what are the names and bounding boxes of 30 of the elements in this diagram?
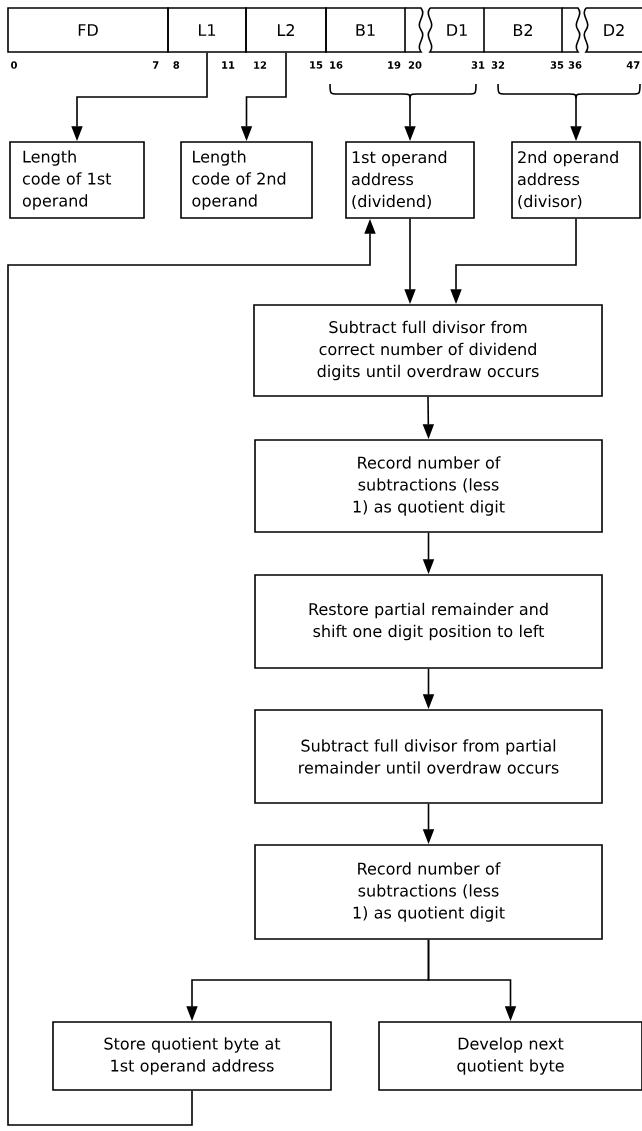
bit-number: 19 <box>388 61 401 69</box>
process-box: 2nd operand address (divisor) <box>511 141 641 219</box>
field-cell: D2 <box>583 7 642 53</box>
process-box: Length code of 2nd operand <box>180 141 313 219</box>
field-cell: FD <box>7 7 169 53</box>
bit-number: 16 <box>330 61 343 69</box>
bit-number: 20 <box>408 61 422 69</box>
bit-number: 35 <box>550 61 564 69</box>
bit-number: 7 <box>152 61 159 69</box>
bit-number: 15 <box>310 61 323 69</box>
process-box: Subtract full divisor from correct number of dividend digits until overdraw occurs <box>253 304 603 397</box>
process-box: Restore partial remainder and shift one digit position to left <box>254 574 603 669</box>
bit-number: 11 <box>222 61 235 69</box>
process-box: Record number of subtractions (less 1) as quotient digit <box>254 439 603 533</box>
bit-number: 12 <box>254 61 267 69</box>
process-box: Develop next quotient byte <box>378 1021 642 1091</box>
field-cell: L2 <box>245 7 327 53</box>
bit-number: 31 <box>471 61 485 69</box>
process-box: 1st operand address (dividend) <box>345 141 475 219</box>
bit-number: 32 <box>491 61 505 69</box>
field-cell: B2 <box>483 7 563 53</box>
bit-number: 36 <box>568 61 582 69</box>
process-box: Record number of subtractions (less 1) as quotient digit <box>254 844 603 940</box>
field-cell: B1 <box>325 7 406 53</box>
field-cell: L1 <box>167 7 247 53</box>
process-box: Subtract full divisor from partial remainder until overdraw occurs <box>254 709 603 804</box>
bit-number: 8 <box>173 61 180 69</box>
process-box: Store quotient byte at 1st operand address <box>52 1021 332 1091</box>
field-cell: D1 <box>427 7 485 53</box>
process-box: Length code of 1st operand <box>9 141 145 219</box>
